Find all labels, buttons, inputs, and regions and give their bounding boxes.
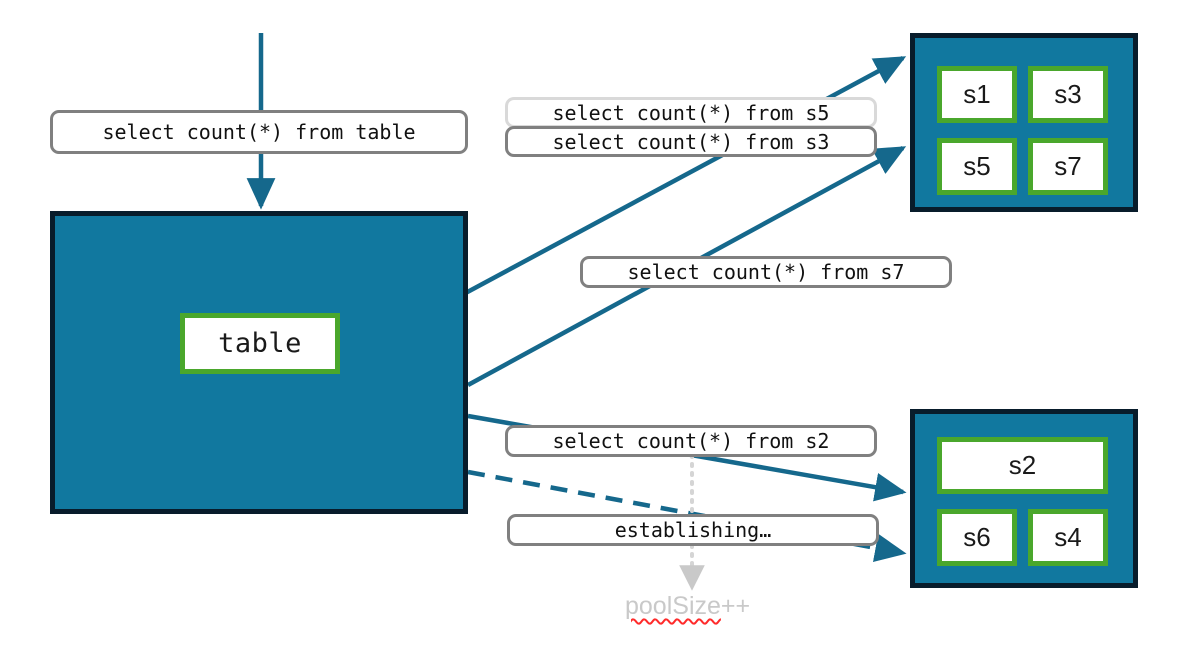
poolsize-note-word: poolSize [625,592,721,620]
query-pill-s3[interactable]: select count(*) from s3 [505,126,877,157]
connection-node-s6[interactable]: s6 [937,509,1017,566]
connection-node-s5[interactable]: s5 [937,138,1017,195]
query-pill-s5[interactable]: select count(*) from s5 [505,97,877,128]
connection-node-s2[interactable]: s2 [937,437,1108,494]
connection-node-s2-label: s2 [1008,450,1037,480]
connection-node-s5-label: s5 [963,151,991,181]
connection-node-s7-label: s7 [1054,151,1082,181]
connection-node-s4[interactable]: s4 [1028,509,1108,566]
database-table-label: table [218,328,302,359]
query-pill-s2[interactable]: select count(*) from s2 [505,425,877,457]
connection-node-s1[interactable]: s1 [937,66,1017,123]
query-pill-establishing-label: establishing… [614,518,772,542]
connection-node-s6-label: s6 [963,522,991,552]
query-pill-s3-label: select count(*) from s3 [552,129,830,154]
query-pill-s7[interactable]: select count(*) from s7 [580,256,952,288]
query-pill-incoming[interactable]: select count(*) from table [50,110,468,154]
database-table-node[interactable]: table [180,313,340,374]
connection-node-s1-label: s1 [963,79,991,109]
query-pill-establishing[interactable]: establishing… [507,514,879,546]
poolsize-note-suffix: ++ [720,592,751,620]
connection-node-s3-label: s3 [1054,79,1082,109]
connection-node-s7[interactable]: s7 [1028,138,1108,195]
connection-node-s4-label: s4 [1054,522,1082,552]
connection-node-s3[interactable]: s3 [1028,66,1108,123]
query-pill-s2-label: select count(*) from s2 [552,429,830,453]
poolsize-note: poolSize++ [625,592,750,621]
query-pill-incoming-label: select count(*) from table [102,120,416,144]
query-pill-s7-label: select count(*) from s7 [627,260,905,284]
query-pill-s5-label: select count(*) from s5 [552,100,830,125]
